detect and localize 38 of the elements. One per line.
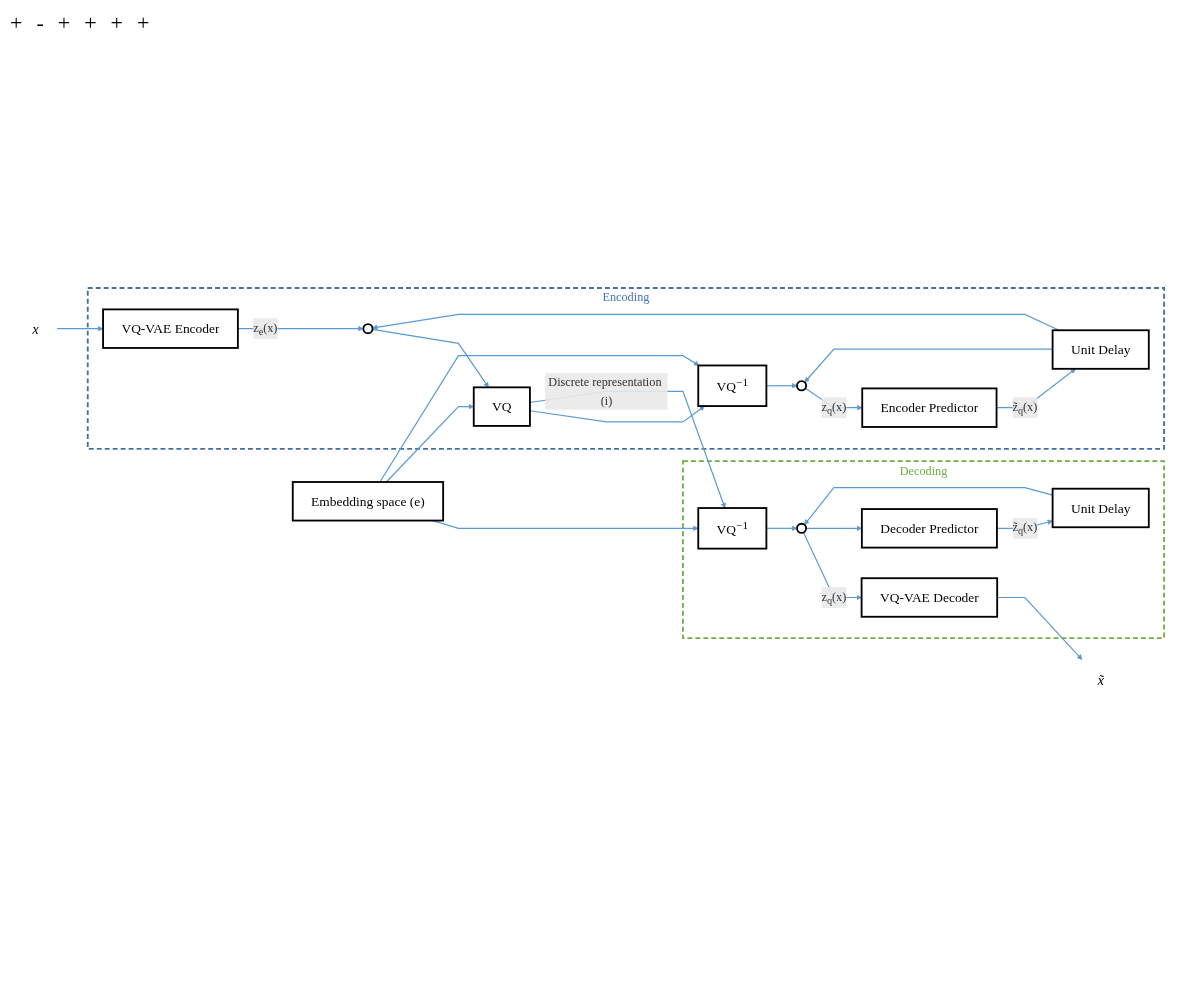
node-box: VQ-VAE Decoder <box>860 577 998 618</box>
node-box: Unit Delay <box>1051 329 1150 370</box>
arrow <box>803 348 1053 383</box>
node-box: VQ <box>472 386 531 427</box>
node-text: x̃ <box>1096 671 1104 688</box>
edge-label: z̃$_{q}$(x) <box>1011 520 1037 537</box>
node-box: VQ$^{−1}$ <box>696 507 767 550</box>
node-circle <box>795 522 807 534</box>
edge-label: z$_{e}$(x) <box>252 320 277 338</box>
node-box: Decoder Predictor <box>860 508 998 549</box>
edge-label: Discrete representation (i) <box>547 375 662 408</box>
sign-label: + <box>10 10 23 36</box>
arrow <box>765 383 797 389</box>
arrow <box>378 355 699 483</box>
node-text: x <box>31 320 39 337</box>
arrow <box>385 403 474 483</box>
edge-label: z̃$_{q}$(x) <box>1011 399 1037 417</box>
sign-label: - <box>36 10 44 36</box>
arrow <box>805 525 862 531</box>
arrow <box>56 326 103 332</box>
node-box: Encoder Predictor <box>860 387 997 428</box>
edge-label: z$_{q}$(x) <box>820 399 846 417</box>
node-box: VQ-VAE Encoder <box>101 308 239 349</box>
node-box: Embedding space (e) <box>291 481 444 522</box>
node-circle <box>795 380 807 392</box>
arrow <box>803 487 1053 525</box>
sign-label: + <box>84 10 97 36</box>
edge-label: z$_{q}$(x) <box>820 589 846 607</box>
arrow <box>371 313 1060 331</box>
arrow <box>996 596 1082 660</box>
node-circle <box>361 323 373 335</box>
arrow <box>765 525 797 531</box>
arrow <box>371 328 489 388</box>
sign-label: + <box>57 10 71 36</box>
node-box: Unit Delay <box>1051 487 1150 529</box>
node-box: VQ$^{−1}$ <box>696 364 767 407</box>
sign-label: + <box>137 10 150 36</box>
sign-label: + <box>110 10 123 36</box>
